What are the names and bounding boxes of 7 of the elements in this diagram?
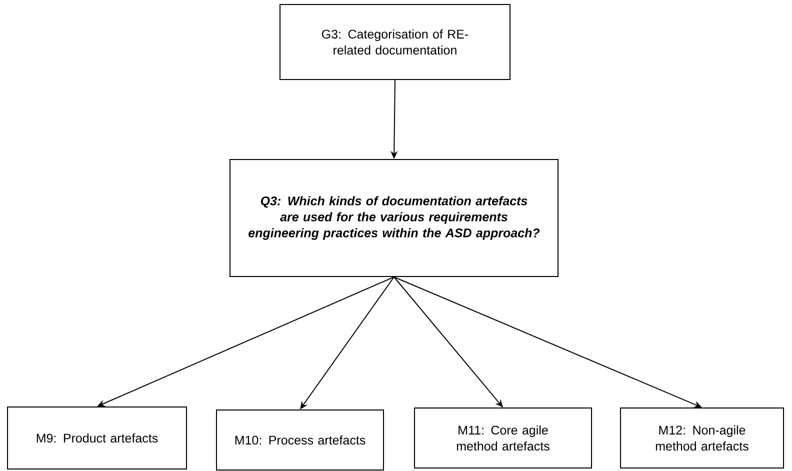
metric-box: M10: Process artefacts	[216, 410, 384, 470]
question-box: Q3: Which kinds of documentation artefacts are used for the various requirements engineering practices within the ASD approach?	[230, 159, 558, 277]
metric-box: M11: Core agile method artefacts	[414, 408, 592, 468]
goal-box: G3: Categorisation of RE-related documentation	[280, 4, 510, 80]
arrow	[394, 276, 503, 408]
metric-box: M9: Product artefacts	[7, 406, 187, 470]
metric-box: M12: Non-agile method artefacts	[620, 408, 784, 468]
